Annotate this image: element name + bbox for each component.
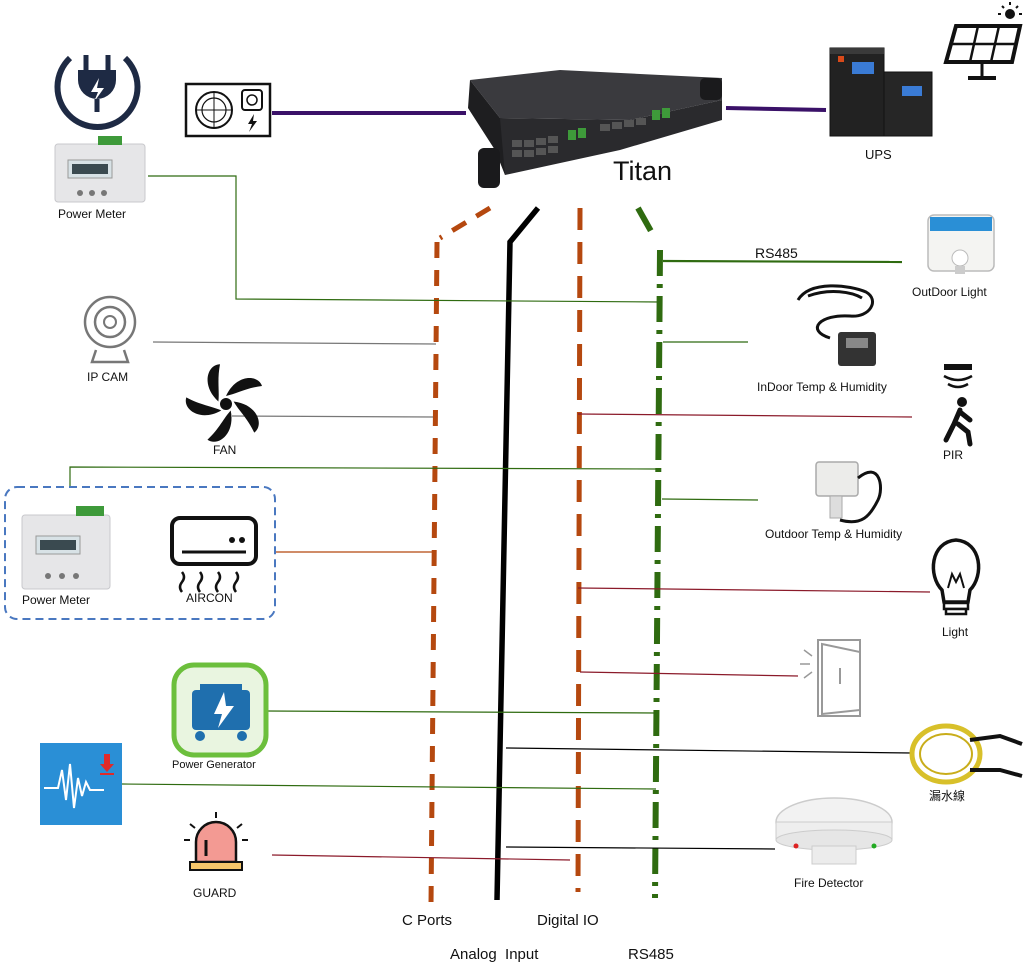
outdoor-light-label: OutDoor Light	[912, 285, 987, 299]
indoor-temp-sensor-icon	[796, 284, 876, 366]
water-leak-cable-icon	[909, 723, 1023, 785]
wires	[69, 106, 931, 861]
pir-sensor-icon	[943, 364, 973, 447]
outdoor-light-sensor-icon	[927, 214, 995, 274]
water-leak-label: 漏水線	[929, 788, 965, 803]
wire-outdoor-temp	[661, 498, 759, 501]
wire-outdoor-light	[662, 259, 903, 264]
wire-seismic	[121, 783, 657, 790]
power-generator-label: Power Generator	[172, 759, 256, 771]
wire-fan	[231, 415, 434, 418]
wire-guard	[271, 854, 571, 861]
c-ports-label: C Ports	[402, 912, 452, 929]
wire-pir	[577, 413, 913, 418]
light-bulb-icon	[931, 538, 981, 616]
indoor-temp-label: InDoor Temp & Humidity	[757, 380, 887, 394]
guard-label: GUARD	[193, 886, 237, 900]
c-ports-bus	[428, 205, 492, 906]
power-meter-group-label: Power Meter	[22, 593, 90, 607]
power-supply-icon	[184, 82, 272, 138]
outdoor-temp-sensor-icon	[815, 461, 882, 524]
fire-detector-label: Fire Detector	[794, 876, 863, 890]
rs485-label: RS485	[628, 946, 674, 963]
wire-group-power-meter	[69, 466, 657, 487]
door-sensor-icon	[800, 639, 861, 717]
wire-light	[577, 587, 931, 593]
guard-alarm-icon	[184, 812, 248, 871]
power-plug-icon	[54, 55, 141, 130]
power-meter-group-icon	[21, 506, 111, 590]
power-meter-top-label: Power Meter	[58, 207, 126, 221]
digital-io-label: Digital IO	[537, 912, 599, 929]
fan-icon	[185, 364, 262, 442]
outdoor-temp-label: Outdoor Temp & Humidity	[765, 527, 902, 541]
titan-label: Titan	[613, 156, 672, 186]
ups-label: UPS	[865, 147, 892, 162]
titan-device	[468, 70, 722, 188]
ups-icon	[829, 47, 933, 137]
wire-ip-cam	[152, 341, 437, 345]
analog-input-bus	[494, 206, 541, 901]
group-box	[4, 486, 276, 620]
power-link-ups	[725, 106, 827, 112]
fan-label: FAN	[213, 443, 236, 457]
aircon-icon	[170, 516, 258, 593]
wire-water-leak	[505, 747, 913, 754]
power-generator-icon	[171, 662, 269, 758]
wire-door	[579, 671, 799, 677]
wire-power-generator	[265, 710, 657, 714]
rs485-top-label: RS485	[755, 245, 798, 261]
digital-io-bus	[575, 207, 583, 893]
aircon-label: AIRCON	[186, 591, 233, 605]
seismic-sensor-icon	[40, 743, 122, 825]
light-label: Light	[942, 625, 969, 639]
wire-power-meter-top	[148, 175, 661, 303]
pir-label: PIR	[943, 448, 963, 462]
fire-detector-icon	[775, 797, 893, 865]
ip-cam-label: IP CAM	[87, 370, 128, 384]
ip-cam-icon	[83, 295, 137, 364]
wire-fire-detector	[505, 846, 776, 850]
analog-input-label: Analog Input	[450, 946, 539, 963]
rs485-bus	[635, 206, 663, 899]
solar-panel-icon	[943, 2, 1023, 80]
power-meter-top-icon	[54, 136, 146, 203]
